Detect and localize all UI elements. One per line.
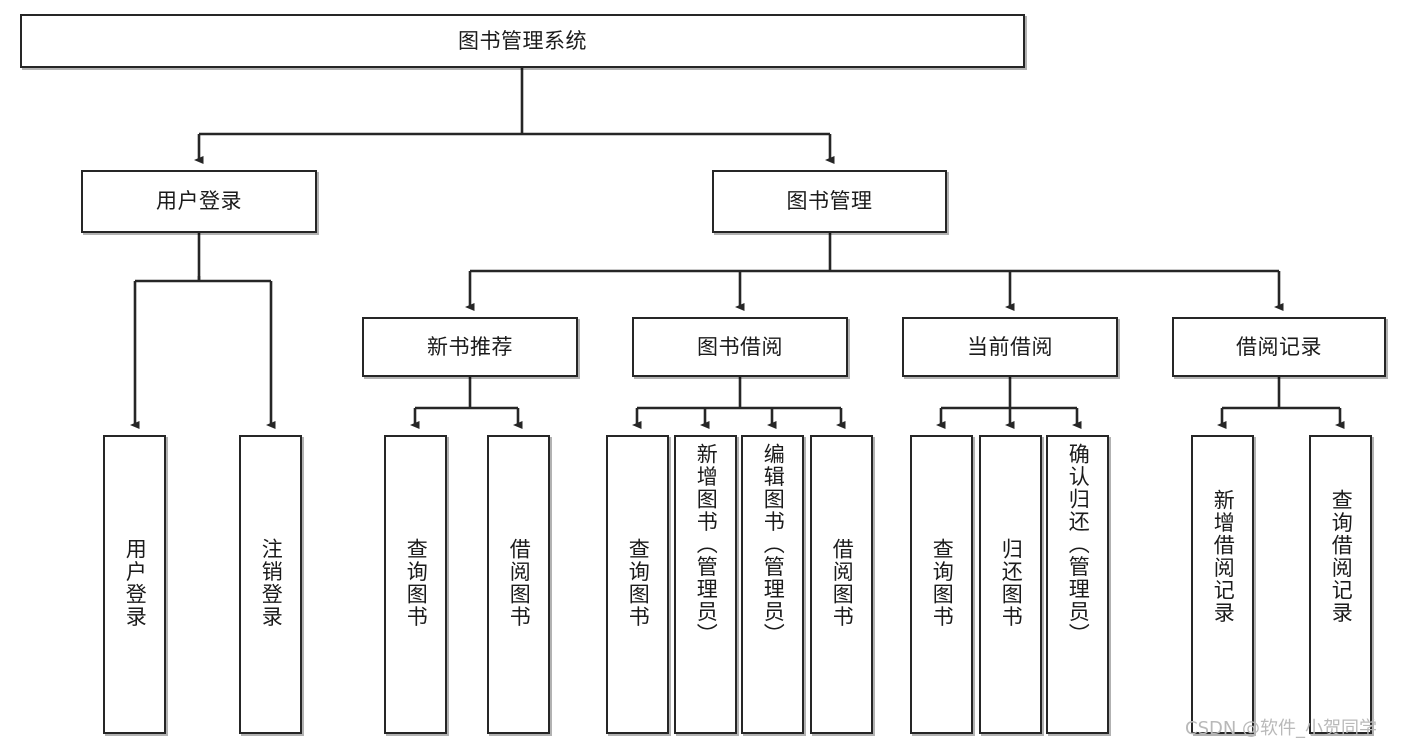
- leaf-add-borrow-record[interactable]: 新增借阅记录: [1191, 435, 1254, 734]
- node-label: 查询图书: [626, 537, 651, 628]
- leaf-return-book[interactable]: 归还图书: [979, 435, 1042, 734]
- node-label: 图书管理系统: [458, 28, 587, 53]
- leaf-query-book-recommend[interactable]: 查询图书: [384, 435, 447, 734]
- node-label: 借阅记录: [1236, 334, 1322, 359]
- leaf-confirm-return-admin[interactable]: 确认归还（管理员）: [1046, 435, 1109, 734]
- leaf-query-book-current[interactable]: 查询图书: [910, 435, 973, 734]
- node-label: 图书管理: [786, 189, 873, 214]
- node-label: 新书推荐: [427, 334, 513, 359]
- node-label: 查询借阅记录: [1329, 489, 1354, 625]
- node-label: 查询图书: [930, 537, 955, 628]
- node-label: 编辑图书（管理员）: [761, 443, 786, 646]
- node-label: 查询图书: [404, 537, 429, 628]
- node-label: 新增借阅记录: [1211, 489, 1236, 625]
- node-label: 注销登录: [259, 537, 284, 628]
- node-label: 用户登录: [156, 189, 242, 214]
- node-label: 图书借阅: [697, 334, 783, 359]
- node-book-borrow[interactable]: 图书借阅: [632, 317, 848, 377]
- node-borrow-record[interactable]: 借阅记录: [1172, 317, 1386, 377]
- node-label: 确认归还（管理员）: [1066, 443, 1091, 646]
- node-label: 当前借阅: [967, 334, 1053, 359]
- node-label: 用户登录: [123, 537, 148, 628]
- node-current-borrow[interactable]: 当前借阅: [902, 317, 1118, 377]
- leaf-borrow-book[interactable]: 借阅图书: [810, 435, 873, 734]
- leaf-query-borrow-record[interactable]: 查询借阅记录: [1309, 435, 1372, 734]
- node-label: 借阅图书: [507, 537, 532, 628]
- leaf-user-logout[interactable]: 注销登录: [239, 435, 302, 734]
- leaf-query-book-borrow[interactable]: 查询图书: [606, 435, 669, 734]
- node-label: 归还图书: [999, 537, 1024, 628]
- leaf-add-book-admin[interactable]: 新增图书（管理员）: [674, 435, 737, 734]
- leaf-user-login[interactable]: 用户登录: [103, 435, 166, 734]
- node-new-book-recommend[interactable]: 新书推荐: [362, 317, 578, 377]
- node-user-login[interactable]: 用户登录: [81, 170, 317, 233]
- node-label: 借阅图书: [830, 537, 855, 628]
- node-book-management[interactable]: 图书管理: [712, 170, 947, 233]
- node-root-book-management-system[interactable]: 图书管理系统: [20, 14, 1025, 68]
- leaf-edit-book-admin[interactable]: 编辑图书（管理员）: [741, 435, 804, 734]
- leaf-borrow-book-recommend[interactable]: 借阅图书: [487, 435, 550, 734]
- node-label: 新增图书（管理员）: [694, 443, 719, 646]
- csdn-watermark: CSDN @软件_小贺同学: [1185, 718, 1378, 739]
